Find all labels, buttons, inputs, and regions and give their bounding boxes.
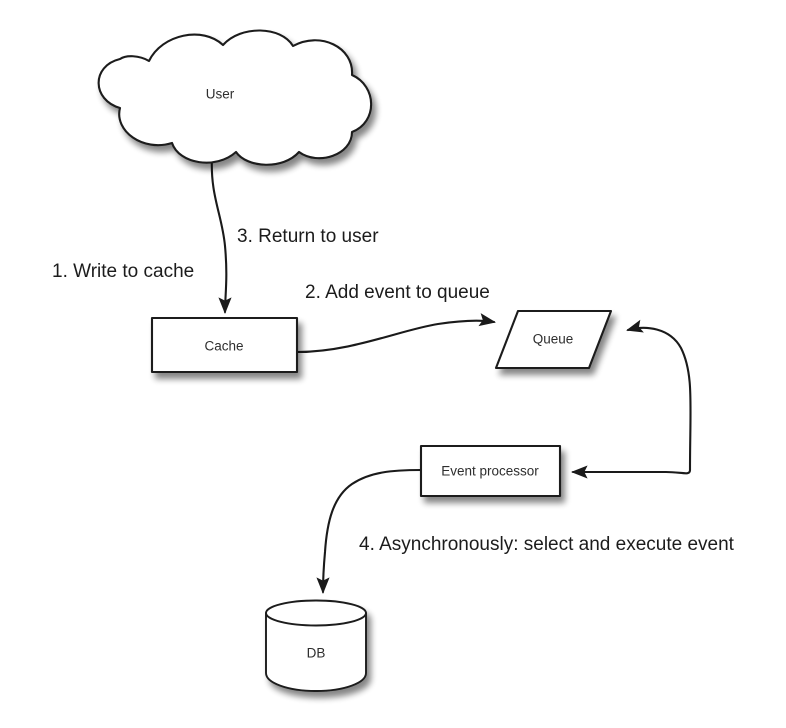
edge-label-step3: 3. Return to user (237, 226, 379, 247)
edge-label-step4: 4. Asynchronously: select and execute ev… (359, 534, 735, 555)
node-user-label: User (206, 87, 235, 102)
node-cache-label: Cache (204, 339, 243, 354)
edge-event-processor-to-db (316, 468, 423, 595)
event-processor-shape (419, 444, 562, 498)
edge-loop-to-queue (626, 319, 692, 472)
edge-label-step2: 2. Add event to queue (305, 282, 490, 303)
node-event-processor-label: Event processor (441, 464, 539, 479)
db-top-ellipse (265, 599, 367, 627)
node-event-processor[interactable]: Event processor (419, 444, 562, 498)
edge-loop-to-event-processor (570, 465, 692, 479)
cloud-shape (97, 29, 373, 166)
db-body-shape (265, 612, 367, 692)
edge-user-to-cache (210, 154, 232, 315)
queue-shape (494, 309, 613, 370)
node-db-label: DB (307, 646, 326, 661)
cache-shape (150, 316, 299, 374)
edge-cache-to-queue (295, 313, 496, 354)
node-cache[interactable]: Cache (150, 316, 299, 374)
edge-label-step1: 1. Write to cache (52, 261, 194, 282)
node-user[interactable]: User (97, 29, 373, 166)
node-queue[interactable]: Queue (494, 309, 613, 370)
node-db[interactable]: DB (265, 599, 367, 692)
node-queue-label: Queue (533, 332, 574, 347)
